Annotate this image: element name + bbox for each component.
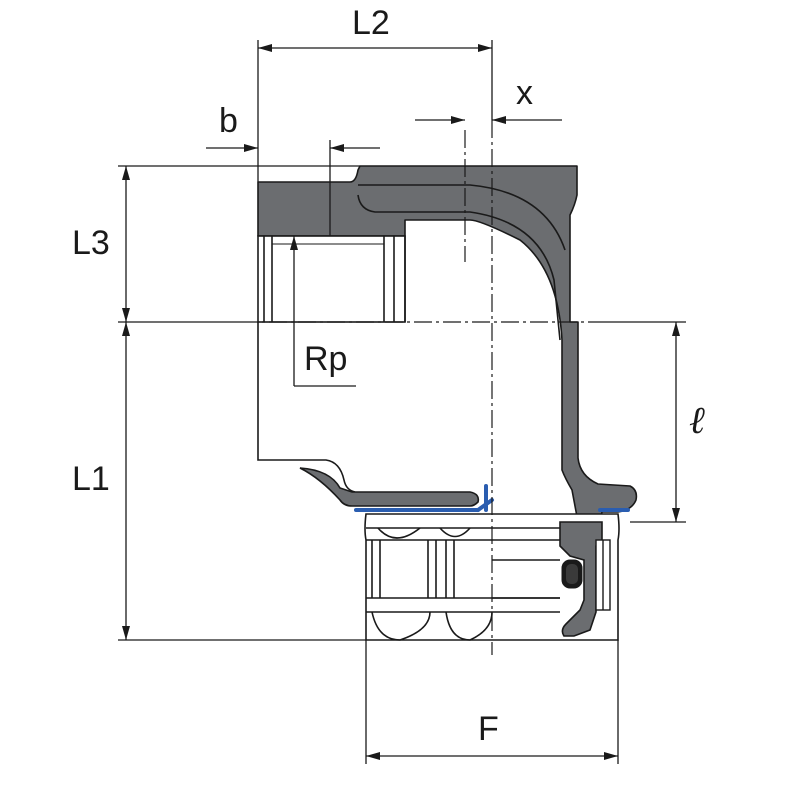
label-L1: L1: [72, 460, 110, 498]
label-L2: L2: [352, 4, 390, 42]
dim-l: [600, 321, 686, 523]
elbow-body-shape: [257, 165, 638, 523]
elbow-body: [257, 165, 638, 523]
lower-lip: [299, 467, 480, 507]
label-b: b: [219, 102, 238, 140]
dim-Rp: [290, 236, 356, 387]
label-Rp: Rp: [304, 340, 348, 378]
dimensions: [118, 40, 686, 764]
lower-outline: [257, 322, 356, 493]
center-lines: [240, 120, 600, 655]
retainer: [595, 539, 611, 611]
label-x: x: [516, 74, 533, 112]
internal-thread: [257, 235, 406, 323]
label-l: ℓ: [689, 400, 705, 442]
label-F: F: [478, 710, 499, 748]
dim-L1: [118, 322, 366, 641]
dim-L2: [257, 40, 493, 182]
dim-b: [206, 140, 380, 236]
dim-L3: [118, 165, 360, 323]
dim-x: [415, 116, 562, 124]
bore-curve: [357, 194, 561, 341]
label-L3: L3: [72, 224, 110, 262]
dim-F: [365, 640, 619, 764]
bore-curve-top: [358, 184, 566, 251]
